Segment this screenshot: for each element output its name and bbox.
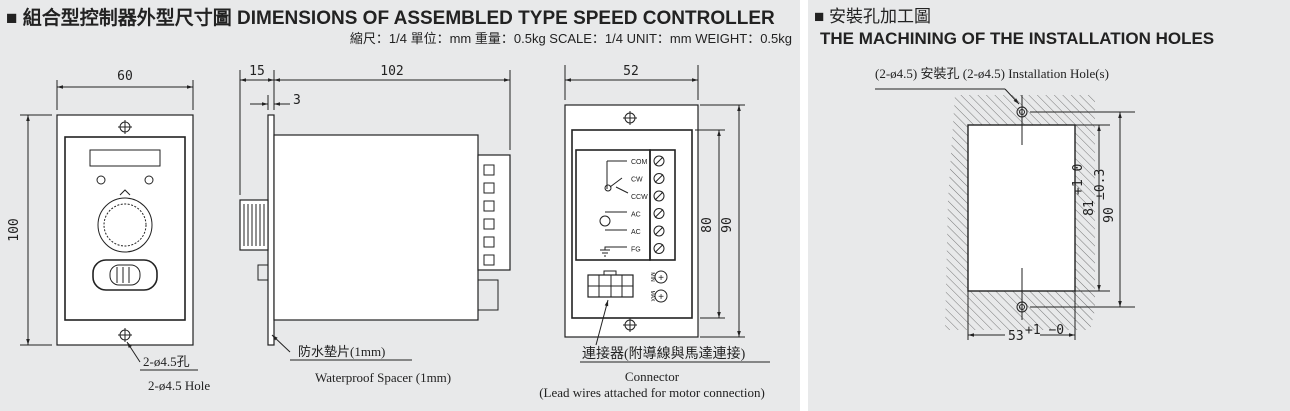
outer-height-tol: ±0.3 — [1093, 169, 1108, 200]
terminal-screw-icon — [653, 155, 665, 167]
front-view: 60 100 2-ø4.5孔 2-ø4.5 Hole — [7, 69, 210, 393]
cutout-drawing: (2-ø4.5) 安裝孔 (2-ø4.5) Installation Hole(… — [875, 66, 1135, 344]
side-depth-dim: 102 — [380, 64, 403, 79]
cutout-rect — [967, 124, 1076, 292]
back-view: COM CW CCW AC AC FG + + MIN MAX 52 80 90 連接器(… — [539, 64, 770, 400]
right-title: ■ 安裝孔加工圖 — [814, 7, 931, 26]
back-inner-height-dim: 80 — [700, 217, 715, 233]
terminal-label: AC — [631, 212, 641, 219]
terminal-label: COM — [631, 159, 648, 166]
inner-height-tol: +1 0 — [1071, 164, 1086, 195]
connector-label-en: Connector — [625, 369, 680, 384]
outer-height-dim: 90 — [1102, 207, 1117, 223]
left-subtitle: 縮尺：1/4 單位：mm 重量：0.5kg SCALE：1/4 UNIT：mm … — [350, 31, 792, 46]
terminal-screw-icon — [653, 190, 665, 202]
terminal-label: CW — [631, 177, 643, 184]
width-tol: +1 −0 — [1025, 323, 1064, 338]
pot-min-label: MIN — [649, 272, 655, 282]
terminal-label: CCW — [631, 194, 648, 201]
connector-note: (Lead wires attached for motor connectio… — [539, 385, 765, 400]
terminal-screw-icon — [653, 173, 665, 184]
width-dim: 53 — [1008, 329, 1024, 344]
back-width-dim: 52 — [623, 64, 639, 79]
terminal-label: AC — [631, 229, 641, 236]
hole-label-en: 2-ø4.5 Hole — [148, 378, 210, 393]
connector-label-zh: 連接器(附導線與馬達連接) — [582, 345, 746, 362]
spacer-label-zh: 防水墊片(1mm) — [298, 344, 385, 359]
side-flange-dim: 15 — [249, 64, 265, 79]
side-view: 15 102 3 防水墊片(1mm) Waterproof Spacer (1m… — [239, 64, 511, 385]
front-width-dim: 60 — [117, 69, 133, 84]
inner-height-dim: 81 — [1082, 200, 1097, 216]
hole-label-zh: 2-ø4.5孔 — [143, 354, 190, 369]
pot-max-label: MAX — [649, 291, 655, 303]
terminal-screw-icon — [653, 208, 665, 219]
left-title: ■ 組合型控制器外型尺寸圖 DIMENSIONS OF ASSEMBLED TY… — [6, 6, 775, 29]
spacer-thickness-dim: 3 — [293, 93, 301, 108]
right-subtitle: THE MACHINING OF THE INSTALLATION HOLES — [820, 29, 1214, 48]
install-hole-label: (2-ø4.5) 安裝孔 (2-ø4.5) Installation Hole(… — [875, 66, 1109, 81]
svg-text:+: + — [658, 292, 664, 303]
spacer-label-en: Waterproof Spacer (1mm) — [315, 370, 451, 385]
terminal-screw-icon — [653, 225, 665, 237]
back-outer-height-dim: 90 — [720, 217, 735, 233]
svg-text:+: + — [658, 273, 664, 284]
terminal-label: FG — [631, 247, 641, 254]
terminal-screw-icon — [653, 243, 665, 254]
front-height-dim: 100 — [7, 218, 22, 241]
